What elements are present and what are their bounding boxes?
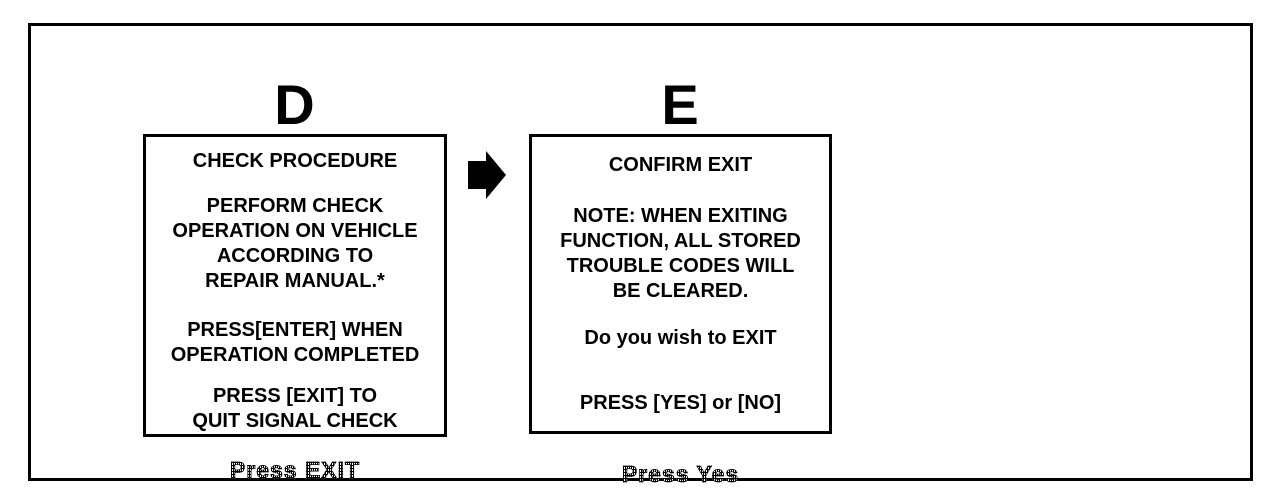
screen-instruction-1: PRESS[ENTER] WHEN OPERATION COMPLETED bbox=[170, 319, 420, 366]
step-d: D CHECK PROCEDURE PERFORM CHECK OPERATIO… bbox=[143, 76, 447, 484]
screen-instruction-1: Do you wish to EXIT bbox=[584, 327, 777, 349]
screen-title: CONFIRM EXIT bbox=[608, 154, 753, 176]
screen-body: NOTE: WHEN EXITING FUNCTION, ALL STORED … bbox=[560, 205, 801, 302]
step-d-screen: CHECK PROCEDURE PERFORM CHECK OPERATION … bbox=[143, 134, 447, 437]
screen-instruction-2: PRESS [EXIT] TO QUIT SIGNAL CHECK bbox=[192, 385, 398, 432]
screen-body: PERFORM CHECK OPERATION ON VEHICLE ACCOR… bbox=[172, 195, 418, 292]
step-e-screen: CONFIRM EXIT NOTE: WHEN EXITING FUNCTION… bbox=[529, 134, 832, 434]
step-e-label: E bbox=[661, 73, 700, 136]
step-e: E CONFIRM EXIT NOTE: WHEN EXITING FUNCTI… bbox=[529, 76, 832, 488]
step-d-caption: Press EXIT bbox=[143, 457, 447, 484]
step-d-label: D bbox=[274, 73, 316, 136]
step-e-caption: Press Yes bbox=[529, 461, 832, 488]
screen-instruction-2: PRESS [YES] or [NO] bbox=[579, 392, 782, 414]
right-arrow-icon bbox=[468, 151, 506, 199]
figure-frame: D CHECK PROCEDURE PERFORM CHECK OPERATIO… bbox=[28, 23, 1253, 488]
screen-title: CHECK PROCEDURE bbox=[192, 150, 398, 172]
